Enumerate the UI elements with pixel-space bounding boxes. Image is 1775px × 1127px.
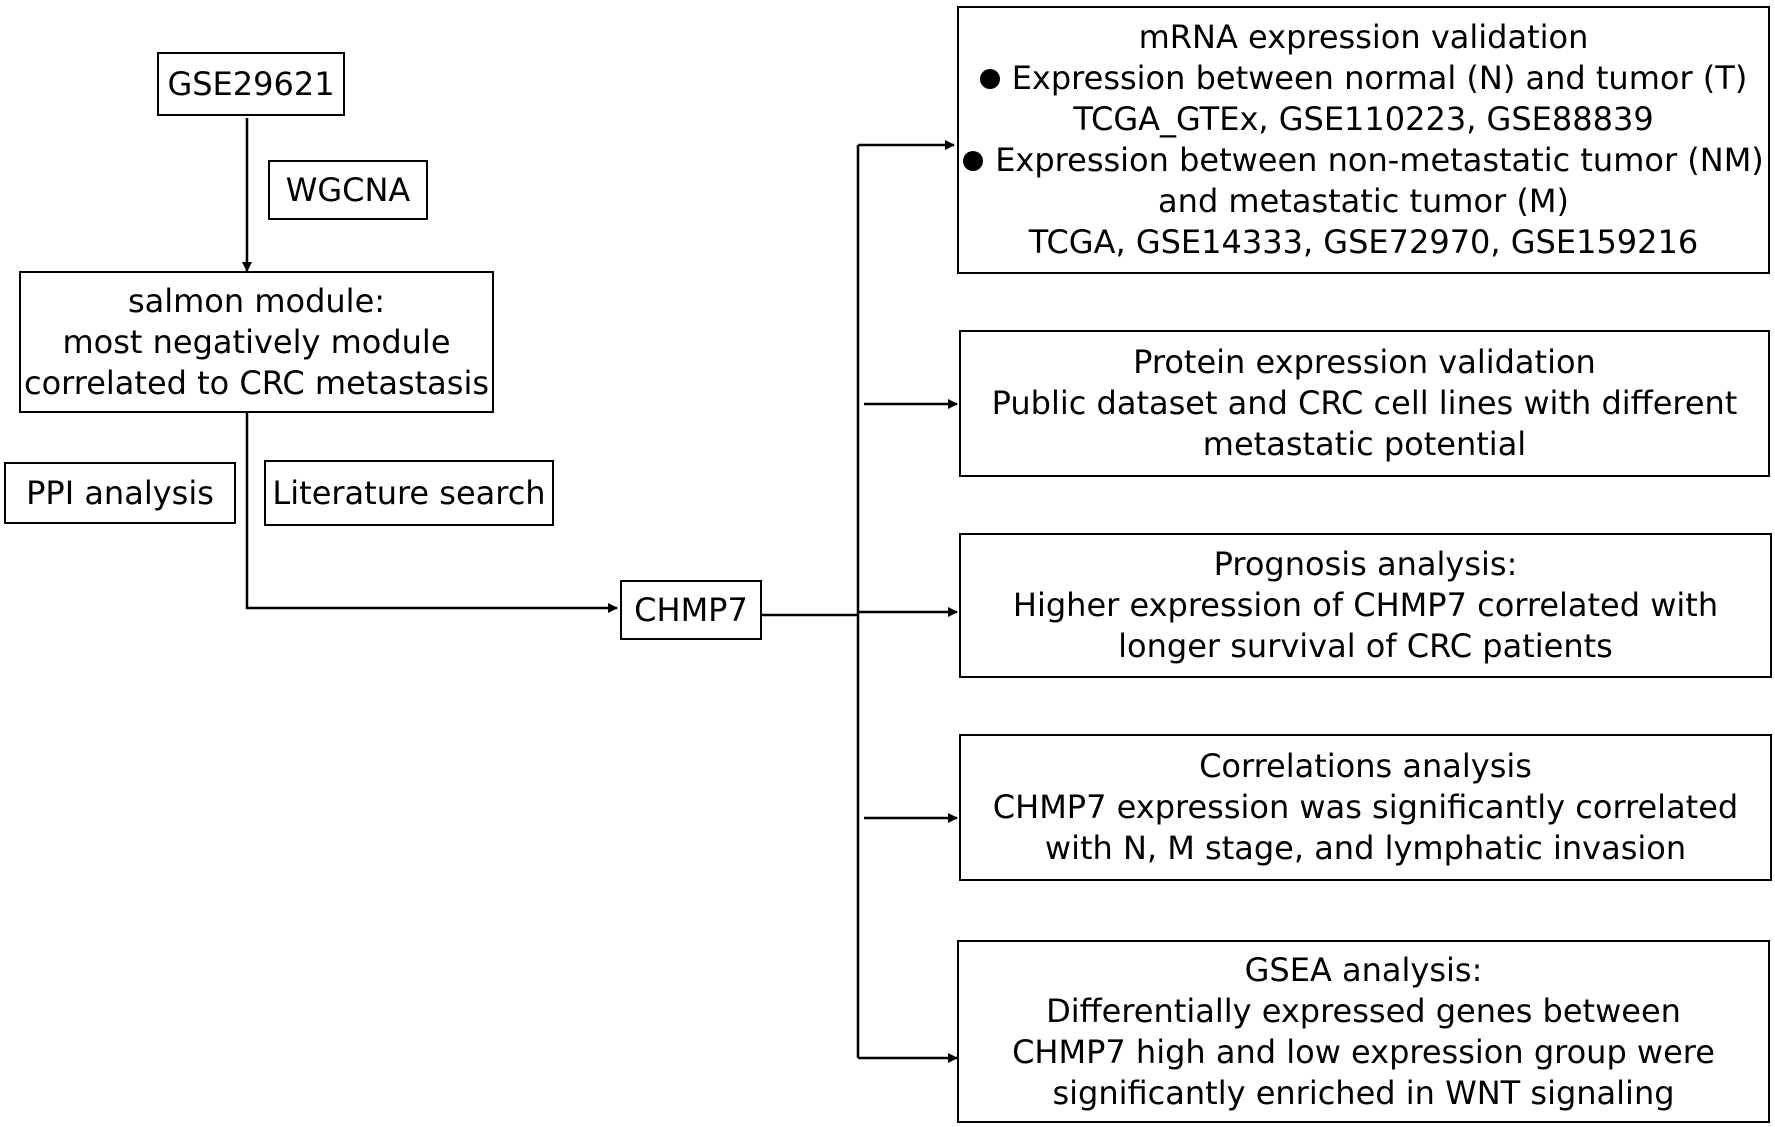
mrna-bullet-2-text: Expression between non-metastatic tumor … <box>995 141 1764 179</box>
module-line-3: correlated to CRC metastasis <box>24 363 489 402</box>
bullet-icon <box>963 150 984 171</box>
bullet-icon <box>979 68 1000 89</box>
mrna-title: mRNA expression validation <box>1138 18 1589 56</box>
mrna-bullet-2: Expression between non-metastatic tumor … <box>963 140 1764 181</box>
ppi-label: PPI analysis <box>26 473 214 512</box>
dataset-label: GSE29621 <box>167 64 335 103</box>
dataset-box: GSE29621 <box>157 52 345 116</box>
gsea-box: GSEA analysis: Differentially expressed … <box>957 940 1770 1123</box>
correlation-box: Correlations analysis CHMP7 expression w… <box>959 734 1772 881</box>
gsea-line-2: Differentially expressed genes between <box>1046 991 1681 1030</box>
module-title: salmon module: <box>127 281 386 320</box>
correlation-line-3: with N, M stage, and lymphatic invasion <box>1044 829 1687 867</box>
gsea-line-3: CHMP7 high and low expression group were <box>1012 1032 1715 1071</box>
gene-box: CHMP7 <box>620 580 762 640</box>
protein-box: Protein expression validation Public dat… <box>959 330 1770 477</box>
module-line-2: most negatively module <box>62 322 451 361</box>
method-label: WGCNA <box>285 170 411 209</box>
prognosis-title: Prognosis analysis: <box>1213 545 1518 583</box>
prognosis-line-3: longer survival of CRC patients <box>1118 627 1613 665</box>
module-box: salmon module: most negatively module co… <box>19 271 494 413</box>
prognosis-line-2: Higher expression of CHMP7 correlated wi… <box>1012 586 1719 624</box>
gsea-title: GSEA analysis: <box>1244 950 1483 989</box>
mrna-box: mRNA expression validation Expression be… <box>957 6 1770 274</box>
mrna-bullet-1-text: Expression between normal (N) and tumor … <box>1011 59 1748 97</box>
method-box: WGCNA <box>268 160 428 220</box>
literature-box: Literature search <box>264 460 554 526</box>
mrna-bullet-2-cont: and metastatic tumor (M) <box>1158 182 1569 220</box>
gene-label: CHMP7 <box>634 590 748 629</box>
arrow-module-to-gene <box>245 410 618 613</box>
mrna-bullet-2-data: TCGA, GSE14333, GSE72970, GSE159216 <box>1028 223 1699 261</box>
mrna-bullet-1: Expression between normal (N) and tumor … <box>979 58 1748 99</box>
prognosis-box: Prognosis analysis: Higher expression of… <box>959 533 1772 678</box>
protein-line-3: metastatic potential <box>1202 425 1527 463</box>
literature-label: Literature search <box>272 473 546 512</box>
protein-title: Protein expression validation <box>1133 343 1596 381</box>
mrna-bullet-1-data: TCGA_GTEx, GSE110223, GSE88839 <box>1073 100 1654 138</box>
protein-line-2: Public dataset and CRC cell lines with d… <box>991 384 1738 422</box>
gsea-line-4: significantly enriched in WNT signaling <box>1052 1073 1675 1112</box>
correlation-title: Correlations analysis <box>1199 747 1532 785</box>
correlation-line-2: CHMP7 expression was significantly corre… <box>992 788 1739 826</box>
ppi-box: PPI analysis <box>4 462 236 524</box>
